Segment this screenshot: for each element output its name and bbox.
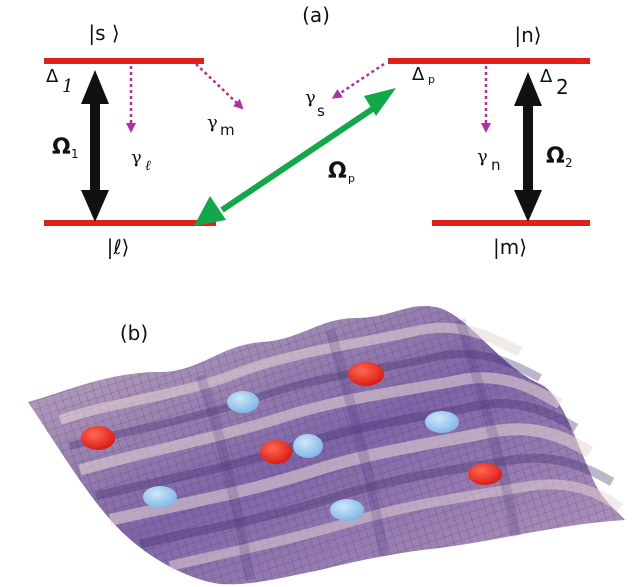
svg-text:γ: γ (477, 146, 488, 167)
state-n-label: |n⟩ (514, 23, 541, 47)
delta2-label: Δ 2 (540, 66, 569, 99)
optical-lattice-surface (28, 306, 625, 584)
gamma-n-label: γ n (477, 146, 501, 174)
blue-atom (425, 411, 459, 433)
red-atom (81, 426, 115, 450)
gamma-s-label: γ s (305, 87, 325, 120)
blue-atom (143, 486, 177, 508)
gamma-l-label: γ ℓ (131, 147, 151, 174)
red-atom (348, 362, 384, 386)
svg-text:Δ: Δ (46, 66, 59, 87)
svg-text:Ω: Ω (546, 144, 565, 169)
red-atom (260, 440, 292, 464)
svg-text:ℓ: ℓ (145, 158, 151, 174)
state-l-label: |ℓ⟩ (107, 235, 130, 259)
state-s-label: |s ⟩ (88, 21, 119, 45)
red-atom (468, 463, 502, 485)
blue-atom (293, 434, 323, 458)
level-l (44, 220, 216, 226)
omega2-label: Ω 2 (546, 144, 573, 170)
svg-text:1: 1 (62, 76, 73, 97)
svg-text:2: 2 (556, 75, 569, 99)
level-m (432, 220, 590, 226)
svg-text:Δ: Δ (412, 64, 425, 85)
svg-text:1: 1 (71, 147, 79, 161)
svg-text:2: 2 (565, 156, 573, 170)
panel-a-label: (a) (302, 3, 330, 27)
level-s (44, 58, 204, 64)
decay-arrow-m (196, 64, 240, 106)
svg-text:γ: γ (207, 112, 218, 133)
delta1-label: Δ 1 (46, 66, 73, 97)
omega2-arrow (514, 72, 542, 222)
svg-text:n: n (491, 156, 501, 174)
panel-b-label: (b) (120, 321, 148, 345)
deltap-label: Δ p (412, 64, 435, 86)
omega1-label: Ω 1 (52, 135, 79, 161)
svg-text:p: p (348, 172, 355, 185)
omegap-label: Ω p (328, 159, 355, 185)
decay-arrow-s (336, 64, 384, 96)
gamma-m-label: γ m (207, 112, 235, 139)
state-m-label: |m⟩ (493, 235, 527, 259)
blue-atom (330, 499, 364, 521)
svg-text:γ: γ (131, 147, 142, 168)
svg-text:m: m (220, 121, 235, 139)
svg-text:s: s (317, 102, 325, 120)
svg-text:p: p (428, 73, 435, 86)
svg-text:γ: γ (305, 87, 316, 108)
svg-text:Δ: Δ (540, 66, 553, 87)
svg-text:Ω: Ω (328, 159, 347, 184)
omega1-arrow (81, 70, 109, 222)
blue-atom (227, 391, 259, 413)
omegap-arrow (194, 88, 396, 226)
svg-text:Ω: Ω (52, 135, 71, 160)
